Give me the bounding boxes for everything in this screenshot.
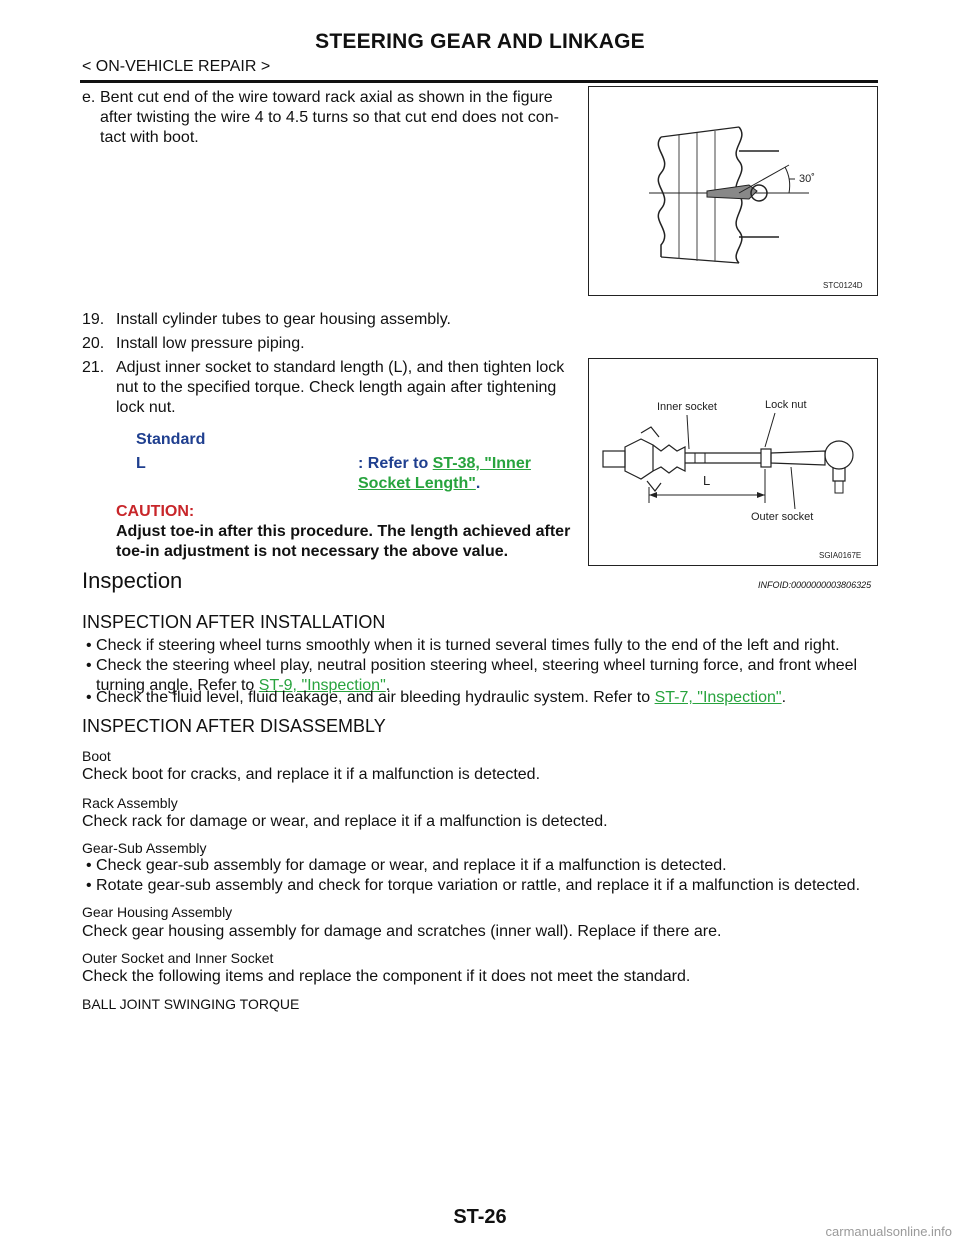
step-text-line: Adjust inner socket to standard length (… [116, 359, 565, 376]
link-st9-inspection[interactable]: ST-9, "Inspection" [258, 677, 386, 694]
link-st7-inspection[interactable]: ST-7, "Inspection" [654, 689, 782, 706]
caution-text-line: toe-in adjustment is not necessary the a… [116, 543, 509, 560]
subsection-title: INSPECTION AFTER INSTALLATION [82, 612, 386, 632]
housing-text: Check gear housing assembly for damage a… [82, 923, 722, 940]
link-inner-socket-length-2[interactable]: Socket Length" [358, 475, 476, 492]
inner-socket-diagram [602, 412, 854, 510]
bullet-item: • Check the steering wheel play, neutral… [86, 657, 858, 674]
period: . [385, 677, 391, 694]
boot-text: Check boot for cracks, and replace it if… [82, 766, 541, 783]
step-20: 20. Install low pressure piping. [82, 334, 582, 354]
step-e: e. Bent cut end of the wire toward rack … [82, 88, 582, 150]
page-title: STEERING GEAR AND LINKAGE [315, 30, 645, 53]
info-id: INFOID:0000000003806325 [758, 580, 872, 590]
bullet-text: turning angle. Refer to [96, 677, 259, 694]
step-label: 20. [82, 335, 105, 352]
bullet-text: Rotate gear-sub assembly and check for t… [96, 877, 861, 894]
inspection-heading: Inspection [82, 568, 182, 594]
outer-socket-label: Outer socket [751, 511, 814, 523]
standard-key: L [136, 455, 146, 472]
step-label: 19. [82, 311, 105, 328]
wire-twist-diagram [649, 126, 809, 264]
step-text-line: nut to the specified torque. Check lengt… [116, 379, 557, 396]
rack-title: Rack Assembly [82, 795, 178, 811]
figure-inner-socket: Inner socket Lock nut L Outer socket SGI… [588, 358, 878, 566]
period: . [781, 689, 787, 706]
step-text: Install low pressure piping. [116, 335, 305, 352]
step-text-line: Bent cut end of the wire toward rack axi… [100, 89, 553, 106]
ball-joint-title: BALL JOINT SWINGING TORQUE [82, 996, 300, 1012]
bullet-text: Check the fluid level, fluid leakage, an… [96, 689, 655, 706]
bullet-continuation: turning angle. Refer to ST-9, "Inspectio… [96, 676, 876, 696]
watermark: carmanualsonline.info [825, 1224, 952, 1239]
step-text-line: tact with boot. [100, 129, 199, 146]
boot-title: Boot [82, 748, 111, 764]
period: . [475, 475, 481, 492]
bullet-text: Check the steering wheel play, neutral p… [96, 657, 858, 674]
step-text: Install cylinder tubes to gear housing a… [116, 311, 451, 328]
step-text-line: lock nut. [116, 399, 176, 416]
inspection-after-installation-title: INSPECTION AFTER INSTALLATION [82, 612, 385, 633]
subsection-title: INSPECTION AFTER DISASSEMBLY [82, 716, 386, 736]
step-19: 19. Install cylinder tubes to gear housi… [82, 310, 582, 330]
gearsub-title: Gear-Sub Assembly [82, 840, 207, 856]
angle-label: 30˚ [799, 173, 815, 185]
inspection-title: Inspection [82, 568, 183, 593]
step-label: 21. [82, 359, 105, 376]
caution-text-line: Adjust toe-in after this procedure. The … [116, 523, 571, 540]
bullet-item: • Check the fluid level, fluid leakage, … [86, 689, 787, 706]
figure-code: SGIA0167E [819, 551, 862, 560]
rack-text: Check rack for damage or wear, and repla… [82, 813, 608, 830]
link-inner-socket-length[interactable]: ST-38, "Inner [432, 455, 531, 472]
section-breadcrumb: < ON-VEHICLE REPAIR > [82, 58, 271, 75]
inner-socket-label: Inner socket [657, 401, 717, 413]
step-label: e. [82, 89, 96, 106]
bullet-text: Check if steering wheel turns smoothly w… [96, 637, 840, 654]
step-21: 21. Adjust inner socket to standard leng… [82, 358, 582, 420]
length-label: L [703, 473, 711, 488]
bullet-item: • Check if steering wheel turns smoothly… [86, 637, 840, 654]
header-rule [80, 80, 878, 83]
socket-title: Outer Socket and Inner Socket [82, 950, 274, 966]
figure-wire-twist: 30˚ STC0124D [588, 86, 878, 296]
caution-label: CAUTION: [116, 503, 195, 520]
figure-code: STC0124D [823, 281, 863, 290]
lock-nut-label: Lock nut [765, 399, 807, 411]
bullet-item: • Rotate gear-sub assembly and check for… [86, 877, 861, 894]
inspection-after-disassembly-title: INSPECTION AFTER DISASSEMBLY [82, 716, 386, 737]
step-text-line: after twisting the wire 4 to 4.5 turns s… [100, 109, 559, 126]
bullet-text: Check gear-sub assembly for damage or we… [96, 857, 727, 874]
standard-heading: Standard [136, 431, 206, 448]
housing-title: Gear Housing Assembly [82, 904, 233, 920]
refer-text: : Refer to [358, 455, 433, 472]
standard-value: : Refer to ST-38, "Inner Socket Length". [358, 454, 568, 494]
bullet-item: • Check gear-sub assembly for damage or … [86, 857, 727, 874]
page-number: ST-26 [453, 1206, 507, 1228]
socket-text: Check the following items and replace th… [82, 968, 691, 985]
